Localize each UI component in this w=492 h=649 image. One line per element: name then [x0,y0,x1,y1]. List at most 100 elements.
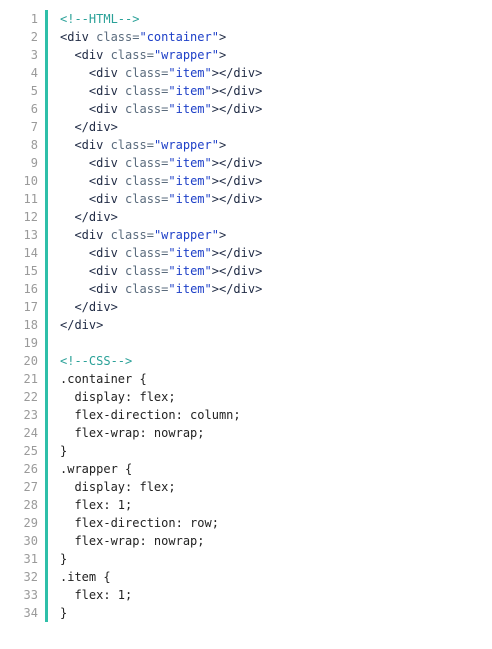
gutter-bar [45,298,48,316]
code-token-tag: <div [88,102,126,116]
code-token-plain: display: flex; [74,480,176,494]
code-token-tag: <div [88,282,126,296]
gutter-bar [45,460,48,478]
code-line: 26.wrapper { [0,460,492,478]
code-text: <div class="item"></div> [48,82,262,100]
line-number: 14 [23,246,38,260]
code-line: 6 <div class="item"></div> [0,100,492,118]
line-number: 15 [23,264,38,278]
gutter-bar [45,406,48,424]
gutter-bar [45,334,48,352]
code-line: 15 <div class="item"></div> [0,262,492,280]
code-line: 21.container { [0,370,492,388]
code-line: 27 display: flex; [0,478,492,496]
code-line: 25} [0,442,492,460]
code-token-attr: class= [110,48,154,62]
line-number: 2 [30,30,38,44]
code-indent [60,282,89,296]
code-token-tag: <div [88,264,126,278]
line-number: 20 [23,354,38,368]
code-token-str: "item" [168,282,212,296]
gutter-bar [45,28,48,46]
gutter-bar [45,136,48,154]
code-token-attr: class= [96,30,140,44]
code-line: 5 <div class="item"></div> [0,82,492,100]
code-text: flex: 1; [48,496,132,514]
gutter-bar [45,244,48,262]
code-indent [60,264,89,278]
code-line: 19 [0,334,492,352]
gutter-bar [45,208,48,226]
code-block: 1<!--HTML-->2<div class="container">3 <d… [0,10,492,622]
line-number: 13 [23,228,38,242]
code-line: 24 flex-wrap: nowrap; [0,424,492,442]
code-token-attr: class= [125,102,169,116]
gutter-bar [45,118,48,136]
code-token-comment: <!--HTML--> [60,12,140,26]
code-token-str: "item" [168,246,212,260]
code-token-tag: ></div> [211,246,263,260]
code-indent [60,228,74,242]
code-text [48,334,60,352]
code-line: 7 </div> [0,118,492,136]
code-token-str: "wrapper" [153,48,219,62]
code-token-str: "item" [168,102,212,116]
gutter-bar [45,424,48,442]
code-token-attr: class= [125,66,169,80]
gutter-bar [45,496,48,514]
code-token-tag: ></div> [211,174,263,188]
code-line: 32.item { [0,568,492,586]
code-line: 18</div> [0,316,492,334]
code-indent [60,300,74,314]
code-text: <div class="wrapper"> [48,226,226,244]
code-token-plain: flex: 1; [74,588,133,602]
line-number: 7 [30,120,38,134]
code-token-tag: <div [88,192,126,206]
gutter-bar [45,550,48,568]
code-token-plain: flex-wrap: nowrap; [74,426,205,440]
code-text: flex-wrap: nowrap; [48,532,205,550]
code-text: display: flex; [48,388,175,406]
code-token-plain: } [60,552,68,566]
code-text: </div> [48,316,103,334]
gutter-bar [45,190,48,208]
code-token-str: "item" [168,192,212,206]
line-number: 11 [23,192,38,206]
code-line: 10 <div class="item"></div> [0,172,492,190]
code-line: 22 display: flex; [0,388,492,406]
code-text: <div class="item"></div> [48,154,262,172]
code-text: <div class="item"></div> [48,262,262,280]
line-number: 1 [30,12,38,26]
code-indent [60,138,74,152]
code-indent [60,534,74,548]
line-number: 25 [23,444,38,458]
gutter-bar [45,172,48,190]
line-number: 34 [23,606,38,620]
line-number: 3 [30,48,38,62]
code-token-tag: ></div> [211,156,263,170]
code-token-tag: ></div> [211,282,263,296]
code-token-tag: <div [74,228,111,242]
code-token-str: "item" [168,264,212,278]
line-number: 22 [23,390,38,404]
code-text: flex-direction: row; [48,514,219,532]
code-text: .container { [48,370,147,388]
code-token-plain: flex-wrap: nowrap; [74,534,205,548]
code-line: 12 </div> [0,208,492,226]
code-token-tag: </div> [74,210,118,224]
code-line: 16 <div class="item"></div> [0,280,492,298]
code-text: <div class="item"></div> [48,280,262,298]
code-token-tag: <div [88,246,126,260]
code-token-tag: <div [88,174,126,188]
code-token-tag: <div [88,66,126,80]
code-token-attr: class= [125,264,169,278]
code-token-attr: class= [125,192,169,206]
code-text: <div class="item"></div> [48,100,262,118]
line-number: 30 [23,534,38,548]
code-token-tag: > [218,138,227,152]
code-token-tag: ></div> [211,264,263,278]
code-indent [60,426,74,440]
code-token-attr: class= [125,156,169,170]
line-number: 23 [23,408,38,422]
code-text: } [48,604,67,622]
